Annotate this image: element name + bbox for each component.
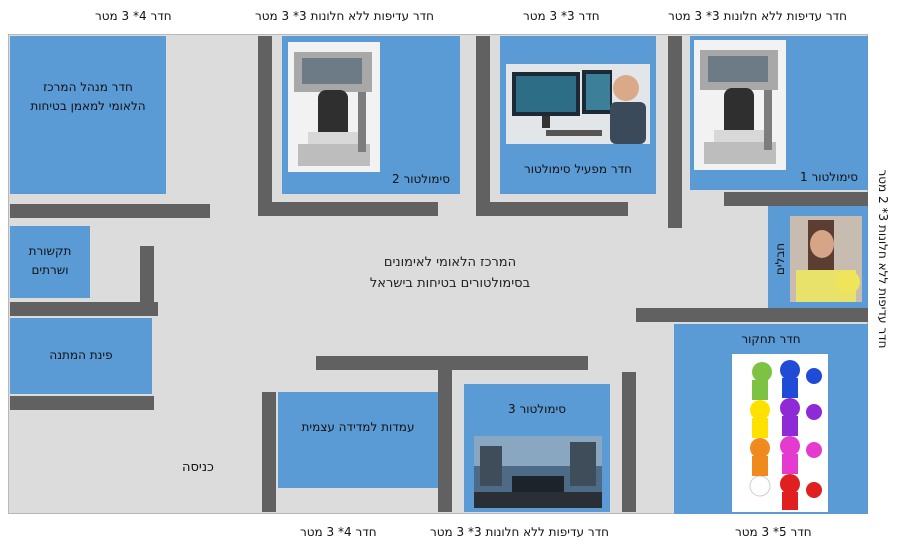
wall — [438, 370, 452, 512]
wall — [10, 396, 154, 410]
dimension-label-bottom-stand: חדר 4* 3 מטר — [300, 525, 377, 539]
wall — [636, 308, 868, 322]
simulator-seat-image — [288, 42, 380, 172]
room-director: חדר מנהל המרכז הלאומי למאמן בטיחות — [10, 36, 166, 194]
dimension-label-bottom-research: חדר 5* 3 מטר — [735, 525, 812, 539]
room-simulator2: סימולטור 2 — [282, 36, 460, 194]
wall — [258, 202, 438, 216]
room-waiting: פינת המתנה — [10, 318, 152, 394]
room-measuring: עמדות למדידה עצמית — [278, 392, 438, 488]
room-communications: תקשורת ושרתים — [10, 226, 90, 298]
wall — [476, 202, 628, 216]
dimension-label-top-sim1: חדר עדיפות ללא חלונות 3* 3 מטר — [668, 9, 848, 23]
simulator-seat-image — [694, 40, 786, 170]
dimension-label-top-left: חדר 4* 3 מטר — [95, 9, 172, 23]
room-rope: חבלים — [768, 206, 868, 308]
wall — [140, 246, 154, 308]
center-title: המרכז הלאומי לאימונים בסימולטורים בטיחות… — [369, 255, 531, 291]
dimension-label-bottom-sim3: חדר עדיפות ללא חלונות 3* 3 מטר — [430, 525, 610, 539]
room-waiting-label: פינת המתנה — [49, 348, 113, 362]
room-research: חדר תחקור — [674, 324, 868, 514]
wall — [476, 36, 490, 214]
dimension-label-right: חדר עדיפות ללא חלונות 3* 2 מטר — [876, 169, 890, 349]
entrance-label: כניסה — [182, 460, 214, 475]
operator-image — [506, 64, 650, 144]
room-simulator3-label: סימולטור 3 — [508, 402, 566, 416]
room-simulator3: סימולטור 3 — [464, 384, 610, 512]
debrief-figures-image — [732, 354, 828, 512]
wall — [668, 36, 682, 228]
wall — [10, 302, 158, 316]
wall — [622, 372, 636, 512]
wall — [258, 36, 272, 216]
driving-simulator-image — [474, 436, 602, 508]
room-measuring-label: עמדות למדידה עצמית — [301, 420, 415, 434]
wall — [724, 192, 868, 206]
dimension-label-top-sim2: חדר עדיפות ללא חלונות 3* 3 מטר — [255, 9, 435, 23]
dimension-label-top-operator: חדר 3* 3 מטר — [523, 9, 600, 23]
room-operator: חדר מפעיל סימולטור — [500, 36, 656, 194]
wall — [262, 392, 276, 512]
room-communications-label: תקשורת ושרתים — [28, 244, 72, 277]
room-simulator2-label: סימולטור 2 — [392, 172, 450, 186]
room-rope-label: חבלים — [773, 242, 787, 276]
room-director-label: חדר מנהל המרכז הלאומי למאמן בטיחות — [30, 80, 146, 113]
room-operator-label: חדר מפעיל סימולטור — [524, 162, 632, 176]
wall — [316, 356, 588, 370]
room-simulator1: סימולטור 1 — [690, 36, 868, 190]
wall — [10, 204, 210, 218]
room-research-label: חדר תחקור — [741, 332, 801, 346]
rope-training-image — [790, 216, 862, 302]
room-simulator1-label: סימולטור 1 — [800, 170, 858, 184]
